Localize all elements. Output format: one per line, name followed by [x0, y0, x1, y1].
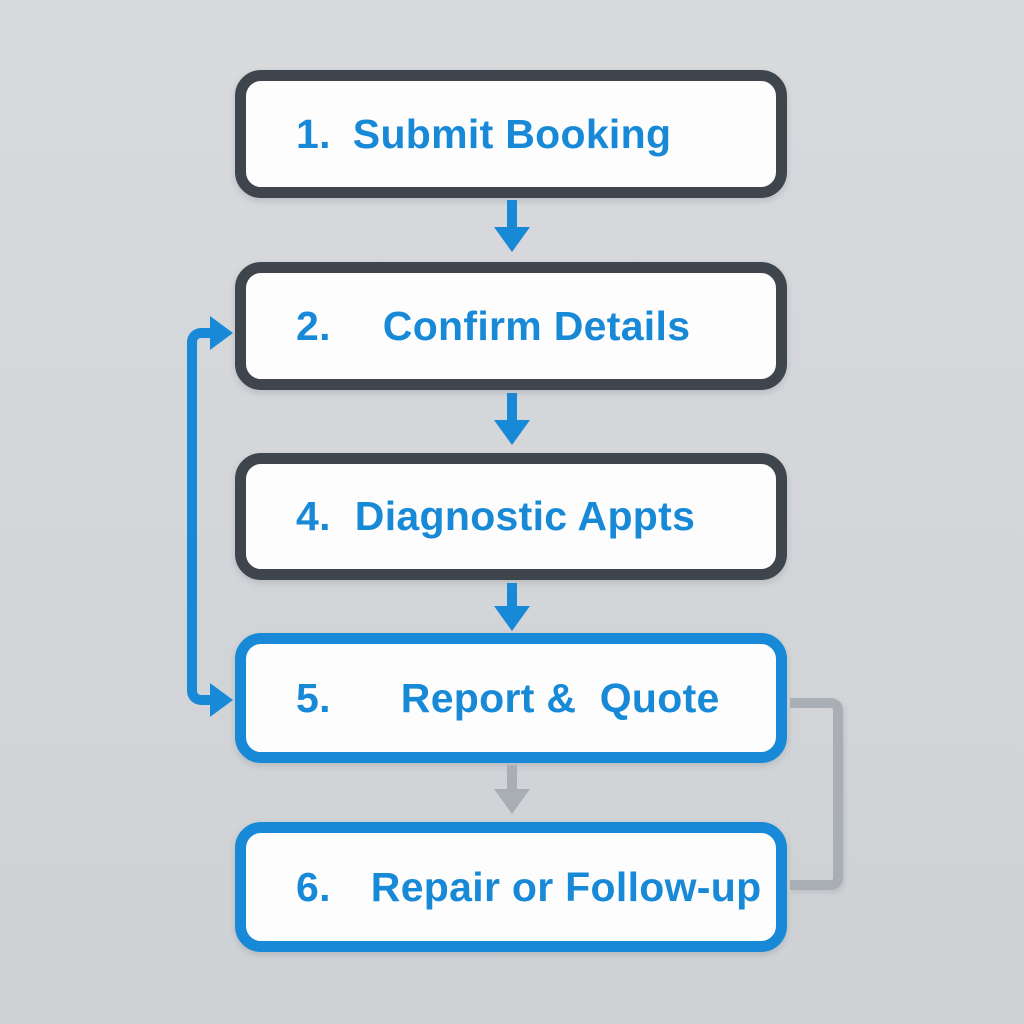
- arrow-step2-step3-shaft: [507, 393, 517, 421]
- arrow-step1-step2-head-icon: [494, 227, 530, 252]
- step-label: Confirm Details: [382, 302, 691, 349]
- step-box-report-quote: 5. Report & Quote: [235, 633, 787, 763]
- step-label: Repair or Follow-up: [370, 863, 762, 910]
- loopback-arrow-into-step5-icon: [210, 683, 233, 717]
- arrow-step5-step6-head-icon: [494, 789, 530, 814]
- arrow-step1-step2-shaft: [507, 200, 517, 228]
- step5-step6-side-connector: [790, 698, 843, 890]
- step-box-confirm-details: 2. Confirm Details: [235, 262, 787, 390]
- loopback-connector: [187, 328, 213, 705]
- step-label: Diagnostic Appts: [354, 493, 696, 539]
- step-number: 6.: [296, 863, 331, 910]
- step-box-repair-followup: 6. Repair or Follow-up: [235, 822, 787, 952]
- loopback-arrow-into-step2-icon: [210, 316, 233, 350]
- step-number: 5.: [296, 674, 331, 721]
- arrow-step2-step3-head-icon: [494, 420, 530, 445]
- step-label: Submit Booking: [352, 110, 672, 157]
- step-number: 2.: [296, 302, 331, 349]
- step-box-submit-booking: 1. Submit Booking: [235, 70, 787, 198]
- step-number: 1.: [296, 110, 331, 157]
- step-box-diagnostic-appts: 4. Diagnostic Appts: [235, 453, 787, 580]
- arrow-step3-step5-shaft: [507, 583, 517, 607]
- step-number: 4.: [296, 493, 331, 539]
- arrow-step5-step6-shaft: [507, 765, 517, 790]
- arrow-step3-step5-head-icon: [494, 606, 530, 631]
- step-label: Report & Quote: [400, 674, 720, 721]
